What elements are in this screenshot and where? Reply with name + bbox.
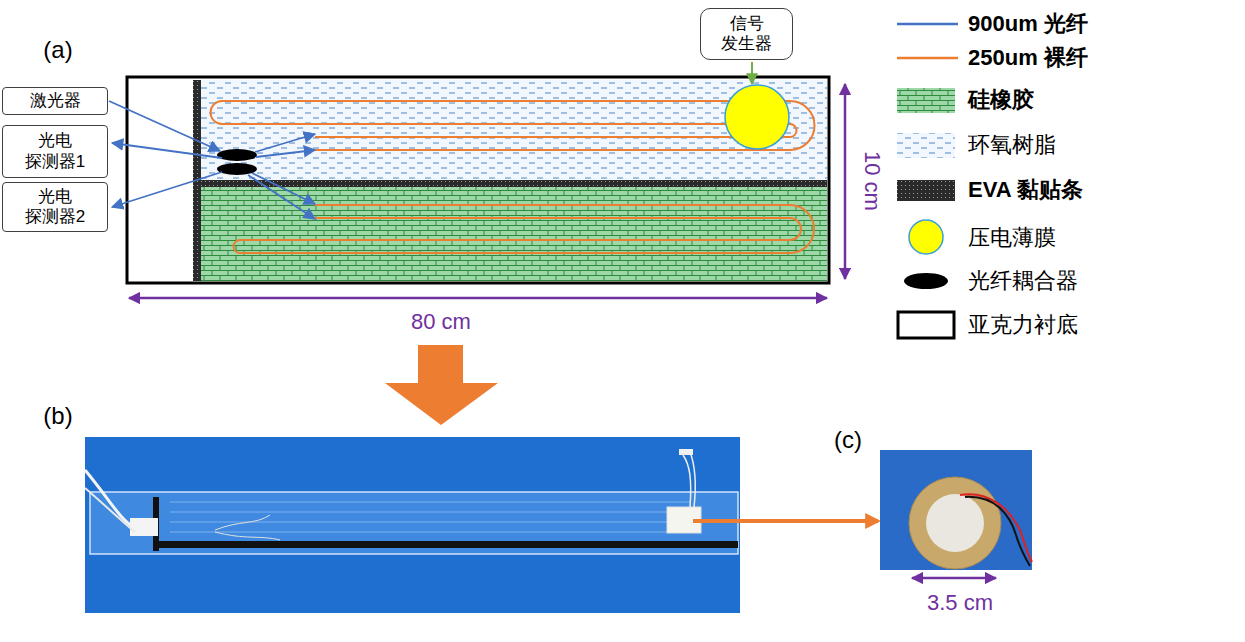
legend-text: 压电薄膜 bbox=[968, 225, 1056, 250]
device-box: 信号 发生器 bbox=[700, 8, 793, 60]
box-label: 激光器 bbox=[30, 91, 81, 111]
legend-text: 亚克力衬底 bbox=[968, 312, 1078, 337]
box-label: 信号 发生器 bbox=[719, 14, 775, 55]
legend-text: 环氧树脂 bbox=[968, 132, 1056, 157]
legend-text: 硅橡胶 bbox=[968, 87, 1034, 112]
box-text-group: 激光器 bbox=[30, 91, 81, 111]
box-text-group: 光电 探测器2 bbox=[19, 187, 91, 228]
box-text-group: 信号 发生器 bbox=[719, 14, 775, 55]
device-box: 激光器 bbox=[2, 87, 108, 115]
legend-text: 光纤耦合器 bbox=[968, 268, 1078, 293]
box-text-group: 光电 探测器1 bbox=[19, 131, 91, 172]
dimension-label: 80 cm bbox=[411, 309, 471, 334]
dimension-label: 3.5 cm bbox=[927, 590, 993, 615]
box-label: 光电 探测器2 bbox=[19, 187, 91, 228]
box-label: 光电 探测器1 bbox=[19, 131, 91, 172]
legend-text: 900um 光纤 bbox=[968, 11, 1088, 36]
panel-label: (c) bbox=[834, 426, 862, 454]
device-box: 光电 探测器2 bbox=[2, 182, 108, 232]
panel-label: (b) bbox=[43, 402, 72, 430]
device-box: 光电 探测器1 bbox=[2, 125, 108, 178]
legend-text: EVA 黏贴条 bbox=[968, 177, 1083, 202]
dimension-label: 10 cm bbox=[859, 151, 884, 211]
panel-label: (a) bbox=[43, 36, 72, 64]
legend-text: 250um 裸纤 bbox=[968, 45, 1088, 70]
